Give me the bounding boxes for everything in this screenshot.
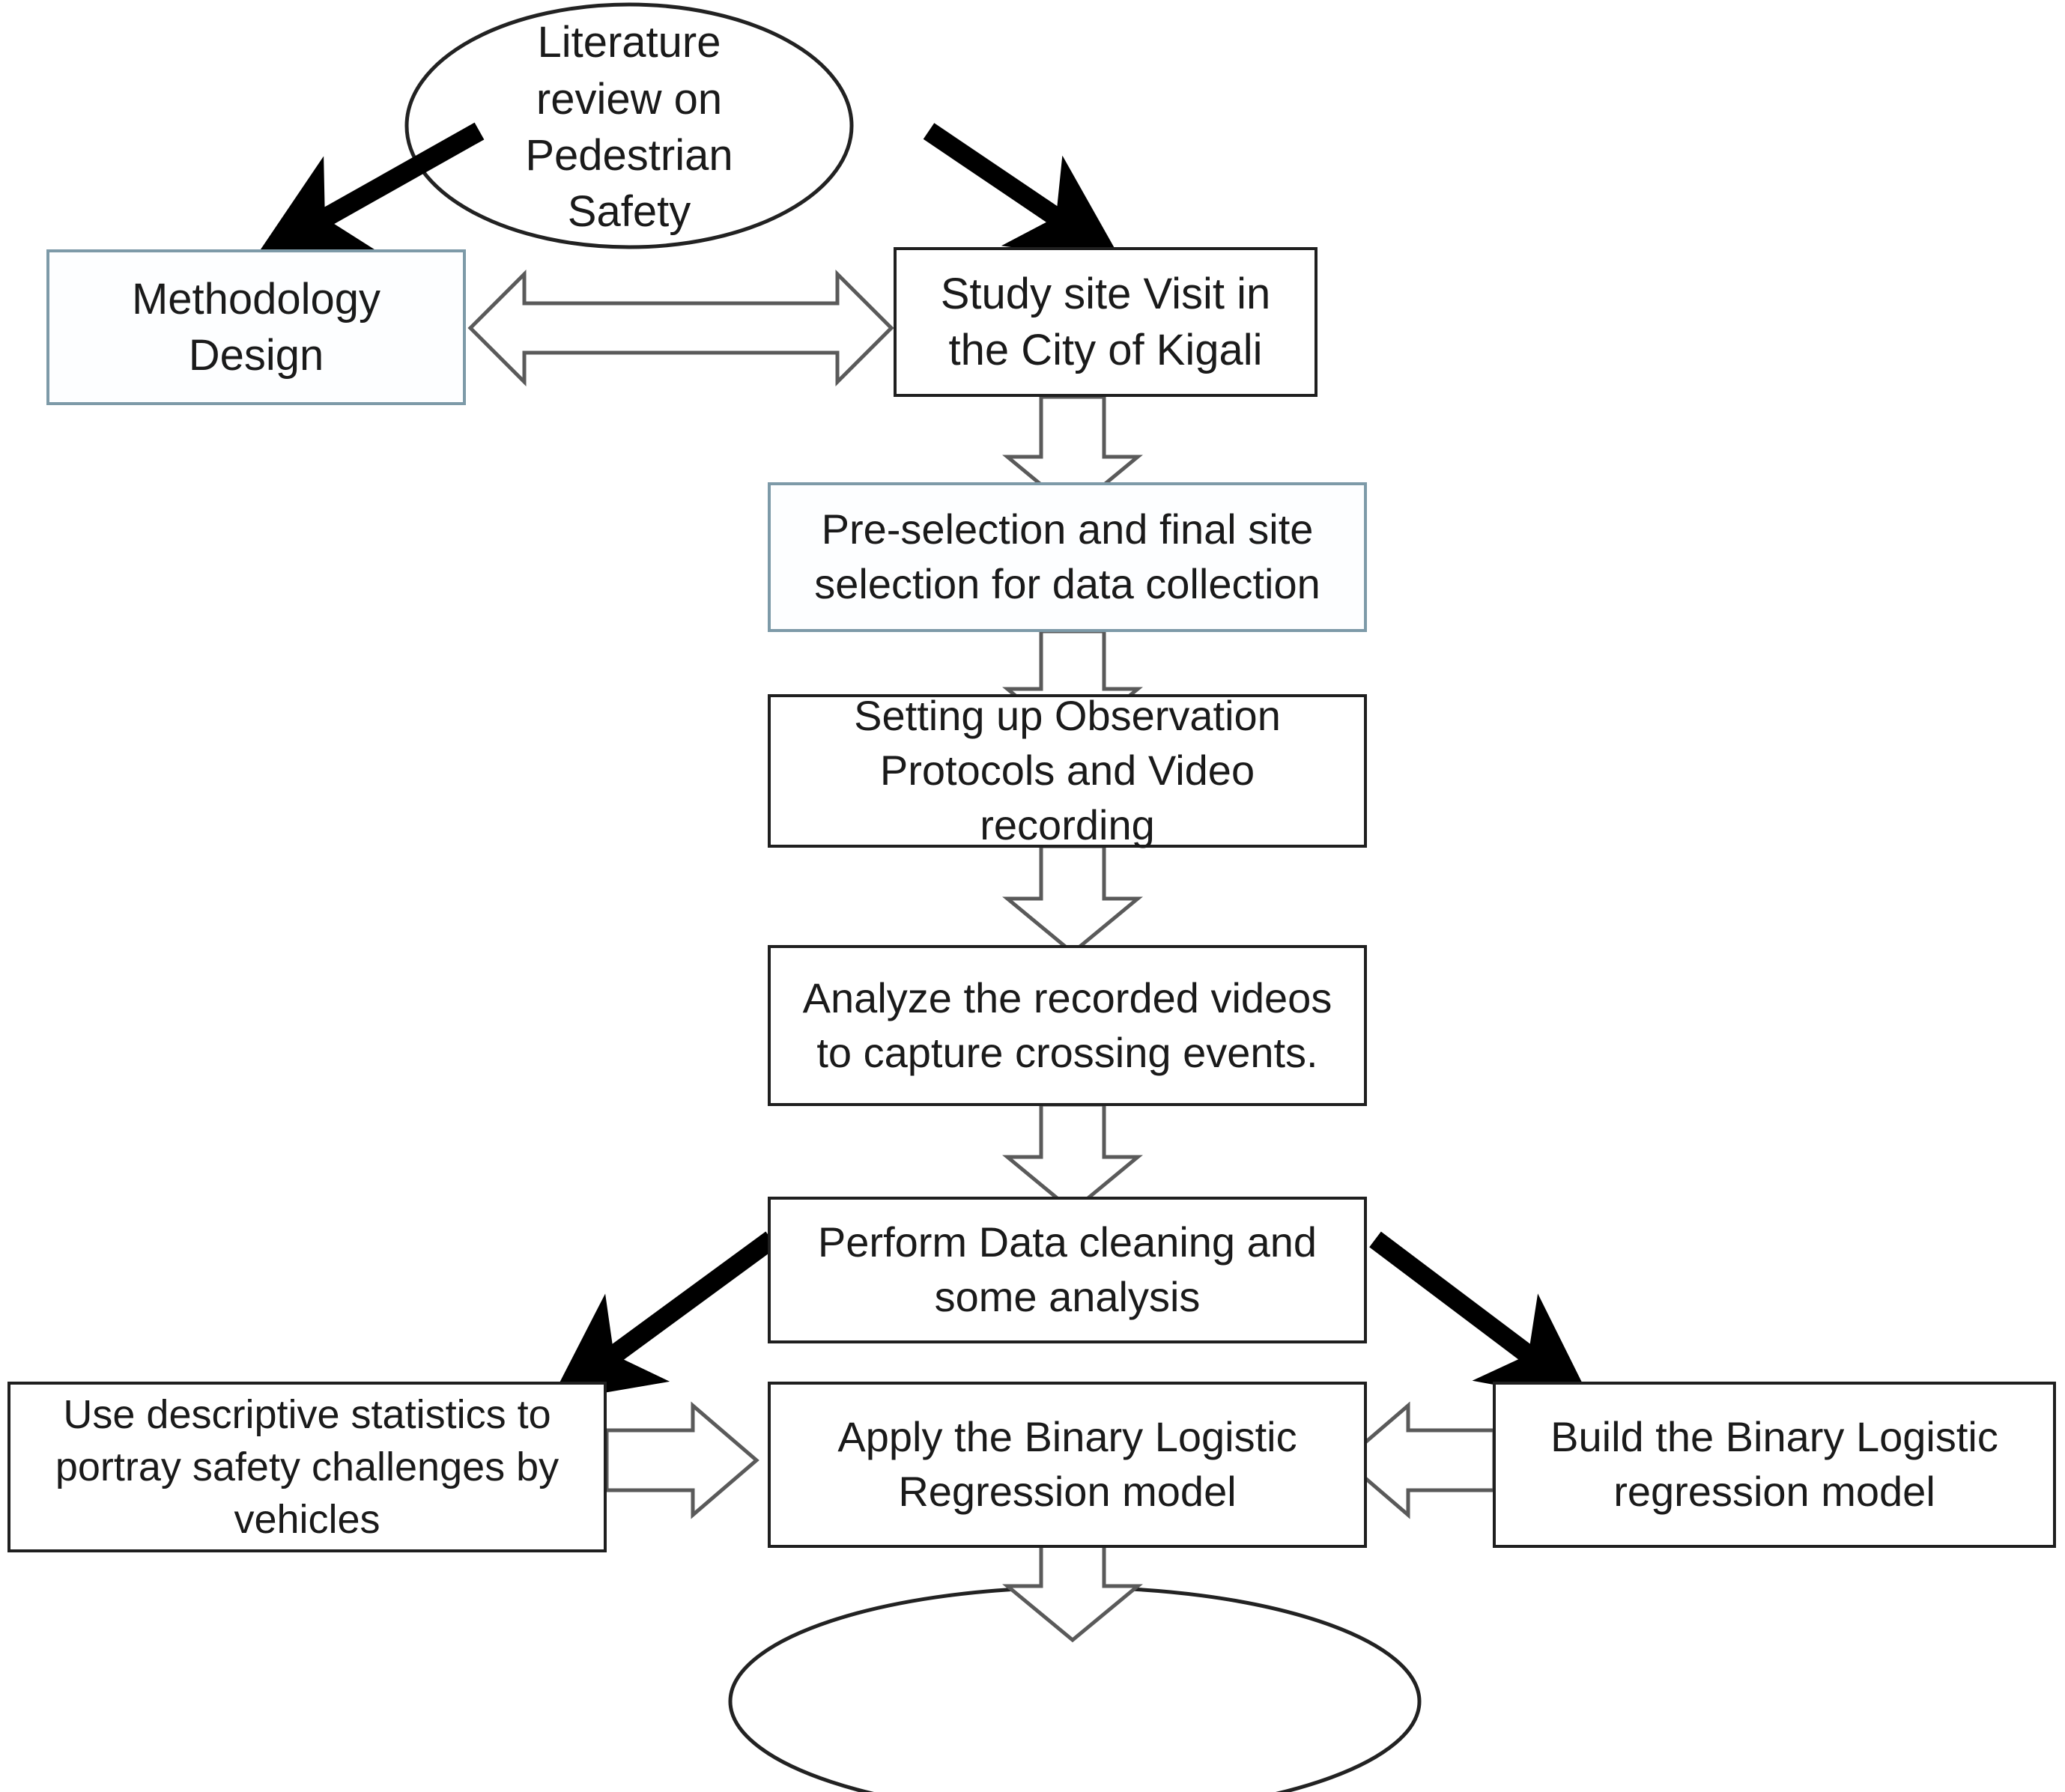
node-study-site-visit[interactable]: Study site Visit in the City of Kigali	[894, 247, 1317, 397]
node-site-selection-label: Pre-selection and final site selection f…	[814, 505, 1320, 607]
node-observation-protocols[interactable]: Setting up Observation Protocols and Vid…	[768, 692, 1367, 848]
node-data-cleaning[interactable]: Perform Data cleaning and some analysis	[768, 1197, 1367, 1343]
arrow-analyze-to-cleaning	[1002, 1102, 1143, 1214]
arrow-build-to-apply	[1341, 1401, 1497, 1519]
node-data-cleaning-label: Perform Data cleaning and some analysis	[817, 1218, 1317, 1320]
node-methodology-design[interactable]: Methodology Design	[46, 249, 466, 405]
node-apply-model-label: Apply the Binary Logistic Regression mod…	[837, 1413, 1297, 1515]
node-build-model[interactable]: Build the Binary Logistic regression mod…	[1493, 1382, 2056, 1548]
arrow-literature-to-site-visit	[923, 123, 1123, 262]
arrow-cleaning-to-descriptive	[549, 1231, 777, 1403]
arrow-apply-to-discussion	[1002, 1543, 1143, 1643]
arrow-cleaning-to-build-model	[1369, 1231, 1592, 1403]
node-apply-model[interactable]: Apply the Binary Logistic Regression mod…	[768, 1382, 1367, 1548]
node-build-model-label: Build the Binary Logistic regression mod…	[1550, 1413, 1998, 1515]
node-methodology-design-label: Methodology Design	[131, 274, 381, 380]
node-literature-review[interactable]: Literature review on Pedestrian Safety	[464, 15, 794, 240]
node-observation-protocols-label: Setting up Observation Protocols and Vid…	[854, 692, 1281, 848]
node-descriptive-statistics-label: Use descriptive statistics to portray sa…	[55, 1391, 560, 1543]
node-literature-review-label: Literature review on Pedestrian Safety	[525, 18, 733, 237]
arrow-literature-to-methodology	[255, 122, 485, 258]
arrow-protocols-to-analyze	[1002, 844, 1143, 956]
node-descriptive-statistics[interactable]: Use descriptive statistics to portray sa…	[7, 1382, 607, 1552]
node-analyze-videos-label: Analyze the recorded videos to capture c…	[802, 974, 1332, 1076]
node-study-site-visit-label: Study site Visit in the City of Kigali	[940, 269, 1271, 374]
arrow-methodology-sitevisit-bidirectional	[467, 269, 894, 387]
arrow-descriptive-to-apply	[604, 1401, 759, 1519]
literature-review-ellipse-outline	[404, 2, 854, 249]
node-analyze-videos[interactable]: Analyze the recorded videos to capture c…	[768, 945, 1367, 1106]
node-site-selection[interactable]: Pre-selection and final site selection f…	[768, 482, 1367, 632]
